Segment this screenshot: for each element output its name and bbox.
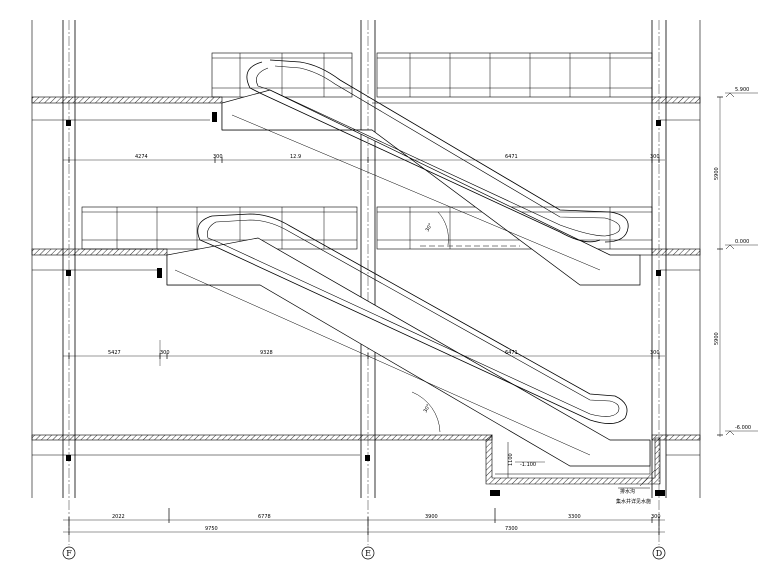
dim-bottom-total-2: 7300 [505,526,518,532]
angle-label-lower: 30° [423,403,433,414]
elevation-top-label: 5.900 [735,87,749,93]
axis-marker-f: F [62,546,76,560]
angle-label-upper: 30° [425,222,435,233]
dimension-upper-row: 4274 300 12.9 6471 300 [63,154,665,163]
dimension-lower-row: 5427 300 9328 6471 300 [63,340,665,366]
escalator-upper [221,59,641,286]
dim-bottom-5: 300 [651,514,661,520]
dim-lower-1: 5427 [108,350,121,356]
elevation-markers: 5.900 0.000 -6.000 [725,87,758,436]
axis-label-f: F [66,549,72,558]
dim-vertical-upper: 5900 [714,167,720,180]
dim-upper-5: 300 [650,154,660,160]
dim-lower-3: 9328 [260,350,273,356]
dimension-vertical: 5900 5900 [714,96,723,437]
dim-bottom-4: 3300 [568,514,581,520]
dim-bottom-2: 6778 [258,514,271,520]
axis-label-e: E [365,549,371,558]
elevation-bottom-label: -6.000 [735,425,751,431]
drainage-note: 排水沟 集水井详见水施 [616,469,656,505]
dimension-bottom: 2022 6778 3900 3300 300 9750 7300 [63,508,665,535]
dim-upper-4: 6471 [505,154,518,160]
escalator-lower [166,213,651,467]
axis-marker-d: D [652,546,666,560]
elevation-bottom: -6.000 [725,425,758,436]
elevation-middle-label: 0.000 [735,239,749,245]
railing-upper-right [376,52,653,98]
note-line-2: 集水井详见水施 [616,498,651,505]
pit-depth-label: 1100 [508,453,514,466]
dim-upper-1: 4274 [135,154,148,160]
elevation-top: 5.900 [725,87,758,98]
dim-vertical-lower: 5900 [714,332,720,345]
dim-bottom-1: 2022 [112,514,125,520]
dim-bottom-total-1: 9750 [205,526,218,532]
axis-marker-e: E [361,546,375,560]
dim-lower-4: 6471 [505,350,518,356]
column-footings [66,112,665,496]
pit-level-label: -1.100 [520,462,536,468]
railing-upper-left [211,52,353,98]
column-e [360,20,376,545]
escalator-pit [485,434,661,485]
slab-top [31,96,701,131]
elevation-middle: 0.000 [725,239,758,250]
dim-lower-2: 300 [160,350,170,356]
pit-annotation: 1100 -1.100 [507,442,545,478]
dim-bottom-3: 3900 [425,514,438,520]
axis-label-d: D [656,549,662,558]
dim-upper-3: 12.9 [290,154,301,160]
axis-markers: F E D [62,546,666,560]
note-line-1: 排水沟 [620,488,635,495]
dim-lower-5: 300 [650,350,660,356]
dim-upper-2: 300 [213,154,223,160]
